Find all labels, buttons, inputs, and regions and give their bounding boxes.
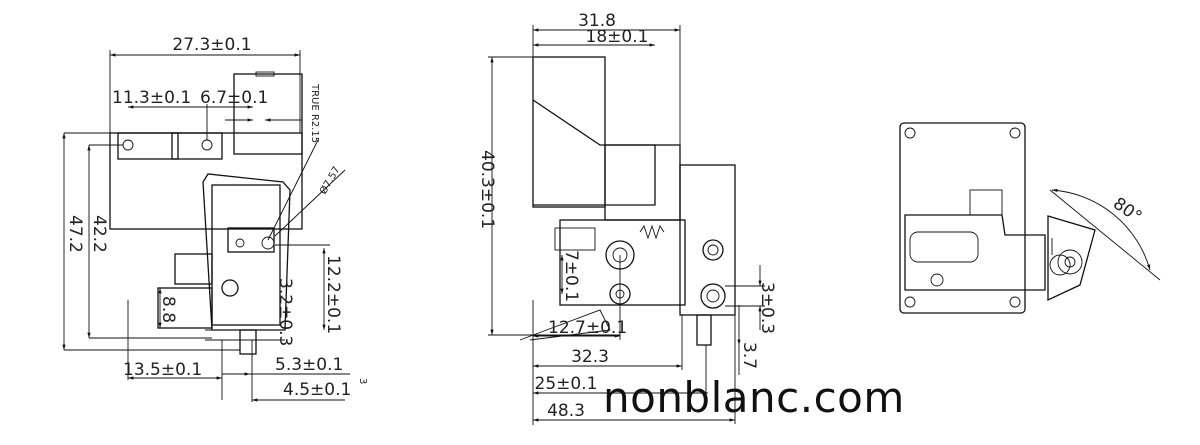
dim-height-total: 47.2 bbox=[65, 215, 85, 253]
screw-icon bbox=[904, 127, 1021, 308]
dim-height-mid: 3.2±0.3 bbox=[275, 278, 295, 346]
dim-length-2: 25±0.1 bbox=[535, 374, 598, 394]
dim-pin-height: 3.7 bbox=[739, 342, 759, 369]
dim-height-small: 8.8 bbox=[158, 296, 178, 323]
dim-width-total: 31.8 bbox=[578, 11, 616, 31]
dim-bottom-right-2: 4.5±0.1 bbox=[283, 380, 351, 400]
dim-length-1: 32.3 bbox=[571, 347, 609, 367]
dim-hole-spacing: 7±0.1 bbox=[561, 250, 581, 302]
dim-height-total: 40.3±0.1 bbox=[477, 150, 497, 229]
dim-length-total: 48.3 bbox=[547, 401, 585, 421]
watermark: nonblanc.com bbox=[603, 373, 905, 422]
dim-diameter: Ø7.57 bbox=[317, 164, 342, 196]
left-view-body bbox=[109, 71, 303, 355]
left-view: 27.3±0.1 11.3±0.1 6.7±0.1 TRUE R2.15 Ø7.… bbox=[62, 35, 368, 402]
middle-view-dimensions: 31.8 18±0.1 40.3±0.1 7±0.1 12.7±0.1 32.3… bbox=[477, 11, 777, 425]
dim-small-gap: 3 bbox=[357, 378, 368, 384]
left-view-dimensions: 27.3±0.1 11.3±0.1 6.7±0.1 TRUE R2.15 Ø7.… bbox=[62, 35, 368, 402]
dim-hole-offset-1: 11.3±0.1 bbox=[112, 88, 191, 108]
dim-angle: 80° bbox=[1109, 194, 1145, 228]
dim-bottom-right-1: 5.3±0.1 bbox=[275, 355, 343, 375]
dim-width-total: 27.3±0.1 bbox=[172, 35, 251, 55]
right-view: 80° bbox=[899, 122, 1161, 314]
dim-height-right: 12.2±0.1 bbox=[323, 255, 343, 334]
dim-width-top: 18±0.1 bbox=[586, 27, 649, 47]
middle-view-body bbox=[519, 56, 736, 346]
dim-offset-right: 3±0.3 bbox=[757, 282, 777, 334]
middle-view: 31.8 18±0.1 40.3±0.1 7±0.1 12.7±0.1 32.3… bbox=[477, 11, 777, 425]
dim-lever-offset: 12.7±0.1 bbox=[548, 318, 627, 338]
dim-height-inner: 42.2 bbox=[89, 215, 109, 253]
dim-true-radius: TRUE R2.15 bbox=[309, 83, 320, 143]
dim-bottom-offset: 13.5±0.1 bbox=[123, 360, 202, 380]
dim-hole-offset-2: 6.7±0.1 bbox=[200, 88, 268, 108]
